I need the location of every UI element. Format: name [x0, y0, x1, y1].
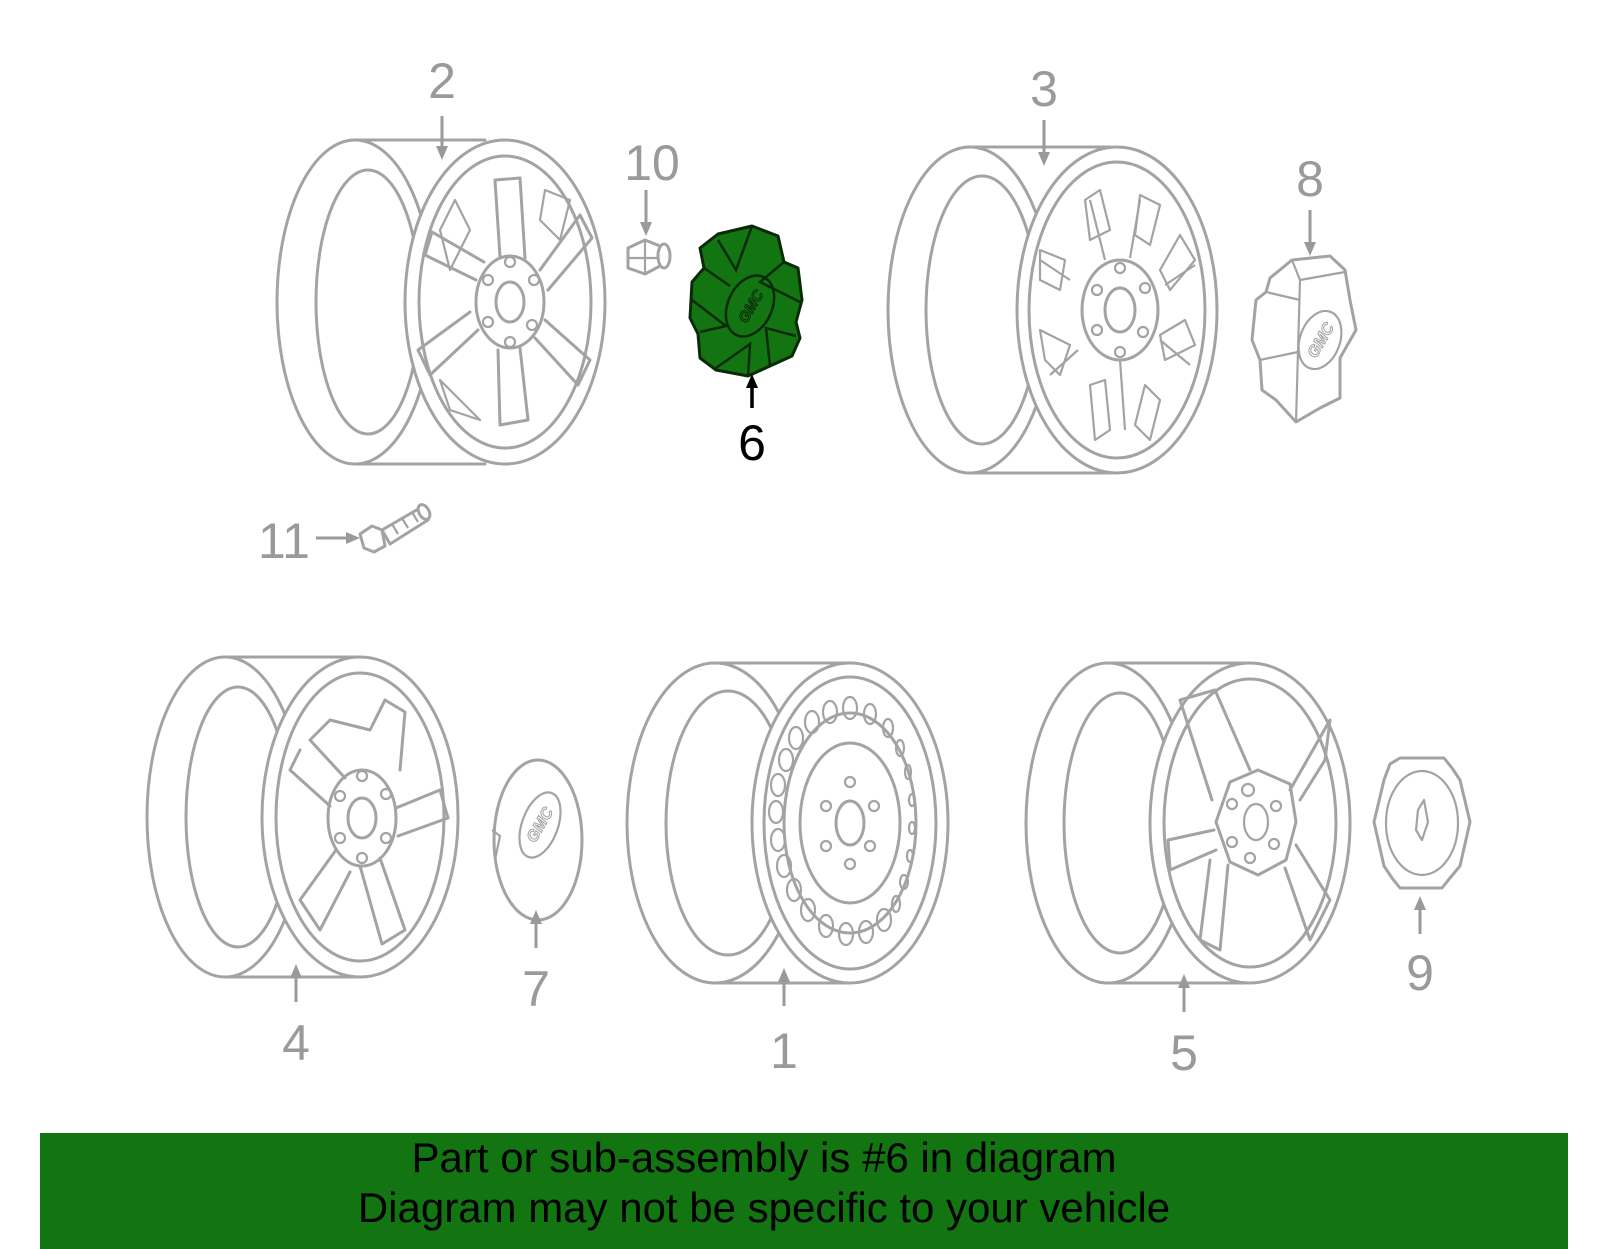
callout-2: 2 [428, 53, 456, 160]
banner-line-1: Part or sub-assembly is #6 in diagram [411, 1134, 1117, 1181]
callout-7: 7 [522, 910, 550, 1017]
callout-1: 1 [770, 968, 798, 1079]
svg-text:6: 6 [738, 415, 766, 471]
wheel-part-1[interactable] [625, 661, 950, 985]
wheel-part-3[interactable] [886, 145, 1219, 475]
wheel-part-5[interactable] [1024, 661, 1352, 985]
svg-text:5: 5 [1170, 1025, 1198, 1081]
wheel-bolt-part-11[interactable] [358, 503, 432, 554]
callout-10: 10 [624, 135, 680, 236]
svg-text:9: 9 [1406, 945, 1434, 1001]
svg-text:3: 3 [1030, 61, 1058, 117]
callout-9: 9 [1406, 896, 1434, 1001]
info-banner: Part or sub-assembly is #6 in diagram Di… [40, 1133, 1568, 1249]
lug-nut-part-10[interactable] [626, 238, 672, 276]
svg-text:2: 2 [428, 53, 456, 109]
center-cap-part-8[interactable]: GMC [1250, 254, 1358, 424]
center-cap-part-6[interactable]: GMC [688, 224, 804, 378]
svg-text:1: 1 [770, 1023, 798, 1079]
parts-diagram: 2 10 GMC 6 11 [145, 53, 1472, 1081]
callout-5: 5 [1170, 974, 1198, 1081]
wheel-part-4[interactable] [145, 655, 460, 979]
vent-holes [767, 695, 917, 947]
banner-line-2: Diagram may not be specific to your vehi… [357, 1184, 1171, 1231]
callout-8: 8 [1296, 151, 1324, 256]
callout-3: 3 [1030, 61, 1058, 166]
center-cap-part-9[interactable] [1372, 756, 1472, 890]
callout-4: 4 [282, 964, 310, 1071]
svg-text:7: 7 [522, 961, 550, 1017]
svg-text:11: 11 [258, 513, 310, 569]
callout-6: 6 [738, 374, 766, 471]
svg-text:10: 10 [624, 135, 680, 191]
wheel-part-2[interactable] [275, 138, 607, 466]
center-cap-part-7[interactable]: GMC [491, 758, 584, 922]
svg-text:4: 4 [282, 1015, 310, 1071]
svg-text:8: 8 [1296, 151, 1324, 207]
callout-11: 11 [258, 513, 360, 569]
